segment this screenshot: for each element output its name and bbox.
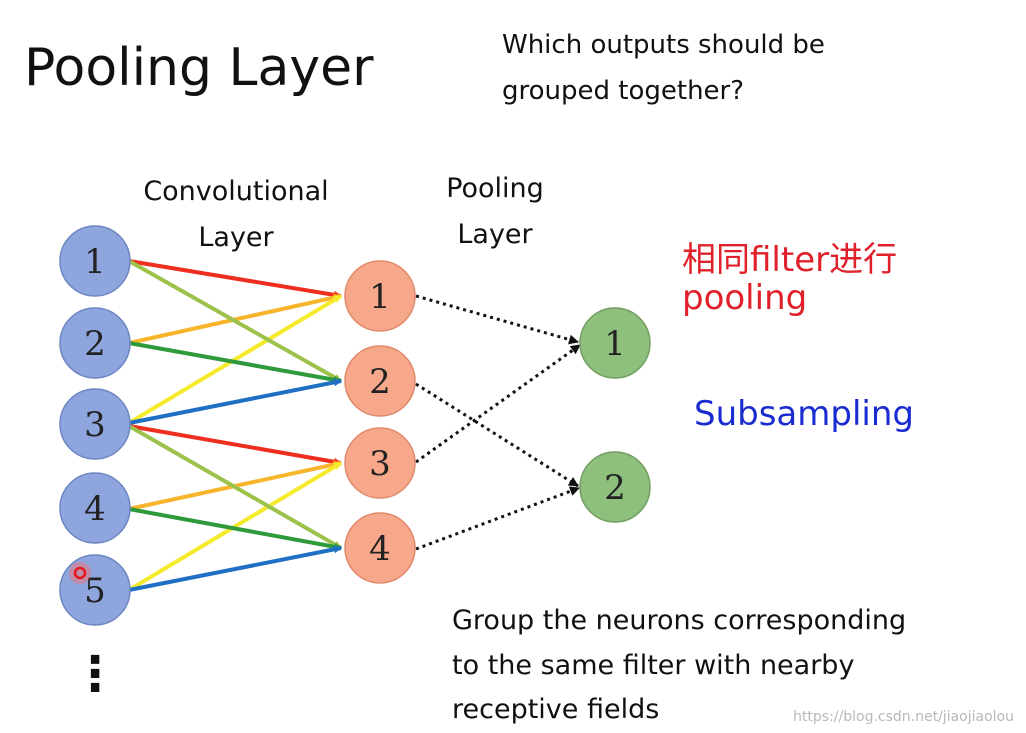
pool-out-node-2-label: 2 [604,468,626,508]
conv-layer-label-line-1: Convolutional [143,176,329,207]
edge-c1-p1 [128,259,342,299]
description-line-2: to the same filter with nearby [452,650,855,681]
pool-in-node-2: 2 [344,345,416,417]
conv-node-2-label: 2 [84,324,106,364]
pooling-edges [415,294,581,551]
conv-node-1-label: 1 [84,242,106,282]
conv-node-5: 5 [59,554,131,626]
page-title: Pooling Layer [24,38,374,98]
pool-in-node-3: 3 [344,427,416,499]
edge-c4-p4 [128,507,342,551]
edge-c3-p2 [128,378,342,425]
conv-node-5-label: 5 [84,571,106,611]
pool-out-nodes: 1 2 [579,307,651,523]
pool-in-node-4-label: 4 [369,529,391,569]
conv-layer-nodes: 1 2 3 4 5 [59,225,131,626]
pool-in-node-1-label: 1 [369,277,391,317]
description-line-3: receptive fields [452,694,660,725]
pool-in-node-2-label: 2 [369,362,391,402]
edge-c3-p3 [128,424,342,466]
pool-in-node-3-label: 3 [369,444,391,484]
edges-group-1 [127,259,343,425]
conv-node-3: 3 [59,388,131,460]
conv-node-4-label: 4 [84,489,106,529]
pool-in-nodes: 1 2 3 4 [344,260,416,584]
annotation-line-1: 相同filter进行 [682,240,898,280]
edge-c3-p1 [127,294,343,425]
conv-node-2: 2 [59,307,131,379]
conv-node-3-label: 3 [84,405,106,445]
question-line-2: grouped together? [502,76,745,106]
pool-out-node-2: 2 [579,451,651,523]
pool-in-node-1: 1 [344,260,416,332]
annotation-line-2: pooling [682,278,808,318]
pool-out-node-1-label: 1 [604,324,626,364]
subsampling-label: Subsampling [694,394,914,434]
conv-node-1: 1 [59,225,131,297]
edge-c3-p4 [128,424,342,550]
edge-p4-o2 [415,486,580,551]
edge-p3-o1 [415,343,581,464]
conv-node-4: 4 [59,472,131,544]
conv-layer-label-line-2: Layer [198,222,274,253]
description-line-1: Group the neurons corresponding [452,605,907,636]
pool-in-node-4: 4 [344,512,416,584]
watermark: https://blog.csdn.net/jiaojiaolou [793,709,1014,725]
edge-p1-o1 [415,294,579,345]
edge-c1-p2 [128,259,342,383]
pool-out-node-1: 1 [579,307,651,379]
edge-c5-p4 [128,545,342,592]
edges-group-2 [127,424,343,592]
pool-layer-label-line-1: Pooling [446,173,544,204]
more-nodes-ellipsis: ⋮ [71,646,119,702]
edge-c2-p2 [128,341,342,384]
edge-p2-o2 [415,382,579,488]
pool-layer-label-line-2: Layer [457,219,533,250]
question-line-1: Which outputs should be [502,30,825,60]
cursor-marker [69,562,91,584]
